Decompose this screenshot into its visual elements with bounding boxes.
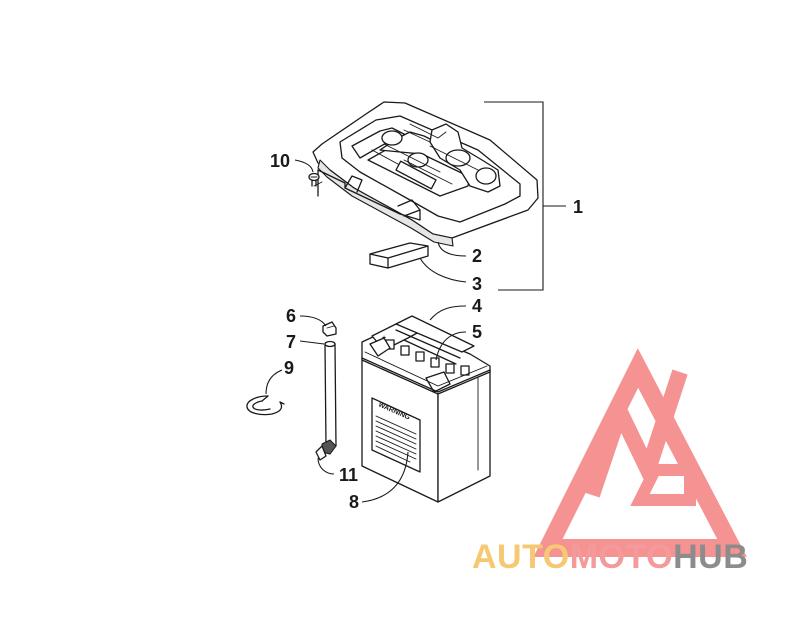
callout-1: 1 [573,197,583,217]
watermark-g-stroke [630,464,696,506]
watermark-auto: AUTO [472,538,570,576]
watermark-hub: HUB [673,538,748,576]
callout-5: 5 [472,322,482,342]
vent-tube [324,340,337,447]
callout-4: 4 [472,296,482,316]
foam-pad [369,242,429,269]
callout-11: 11 [339,465,358,485]
callout-2: 2 [472,246,482,266]
bracket-1 [484,101,544,291]
battery: WARNING + [361,315,491,503]
watermark-logo [533,348,747,557]
terminal-mark: + [382,335,386,342]
callout-numbers: 1 2 3 4 5 6 7 8 9 10 11 [270,151,583,512]
callout-9: 9 [284,358,294,378]
callout-6: 6 [286,306,296,326]
watermark-triangle [533,348,747,557]
watermark-m-stroke [584,369,688,498]
svg-text:AUTOMOTOHUB: AUTOMOTOHUB [472,538,748,576]
callout-8: 8 [349,492,359,512]
callout-10: 10 [270,151,290,171]
battery-terminals [369,337,470,393]
screw-part [308,172,320,187]
tray-tools [351,123,501,197]
tool-tray-assembly [312,101,539,247]
tube-clamp [315,439,337,461]
leader-lines [265,101,566,503]
callout-3: 3 [472,274,482,294]
watermark-moto: MOTO [570,538,673,576]
watermark-text: AUTOMOTOHUB [472,538,748,576]
clip-ring [246,395,285,416]
callout-7: 7 [286,332,296,352]
warning-label-lines [375,415,417,463]
